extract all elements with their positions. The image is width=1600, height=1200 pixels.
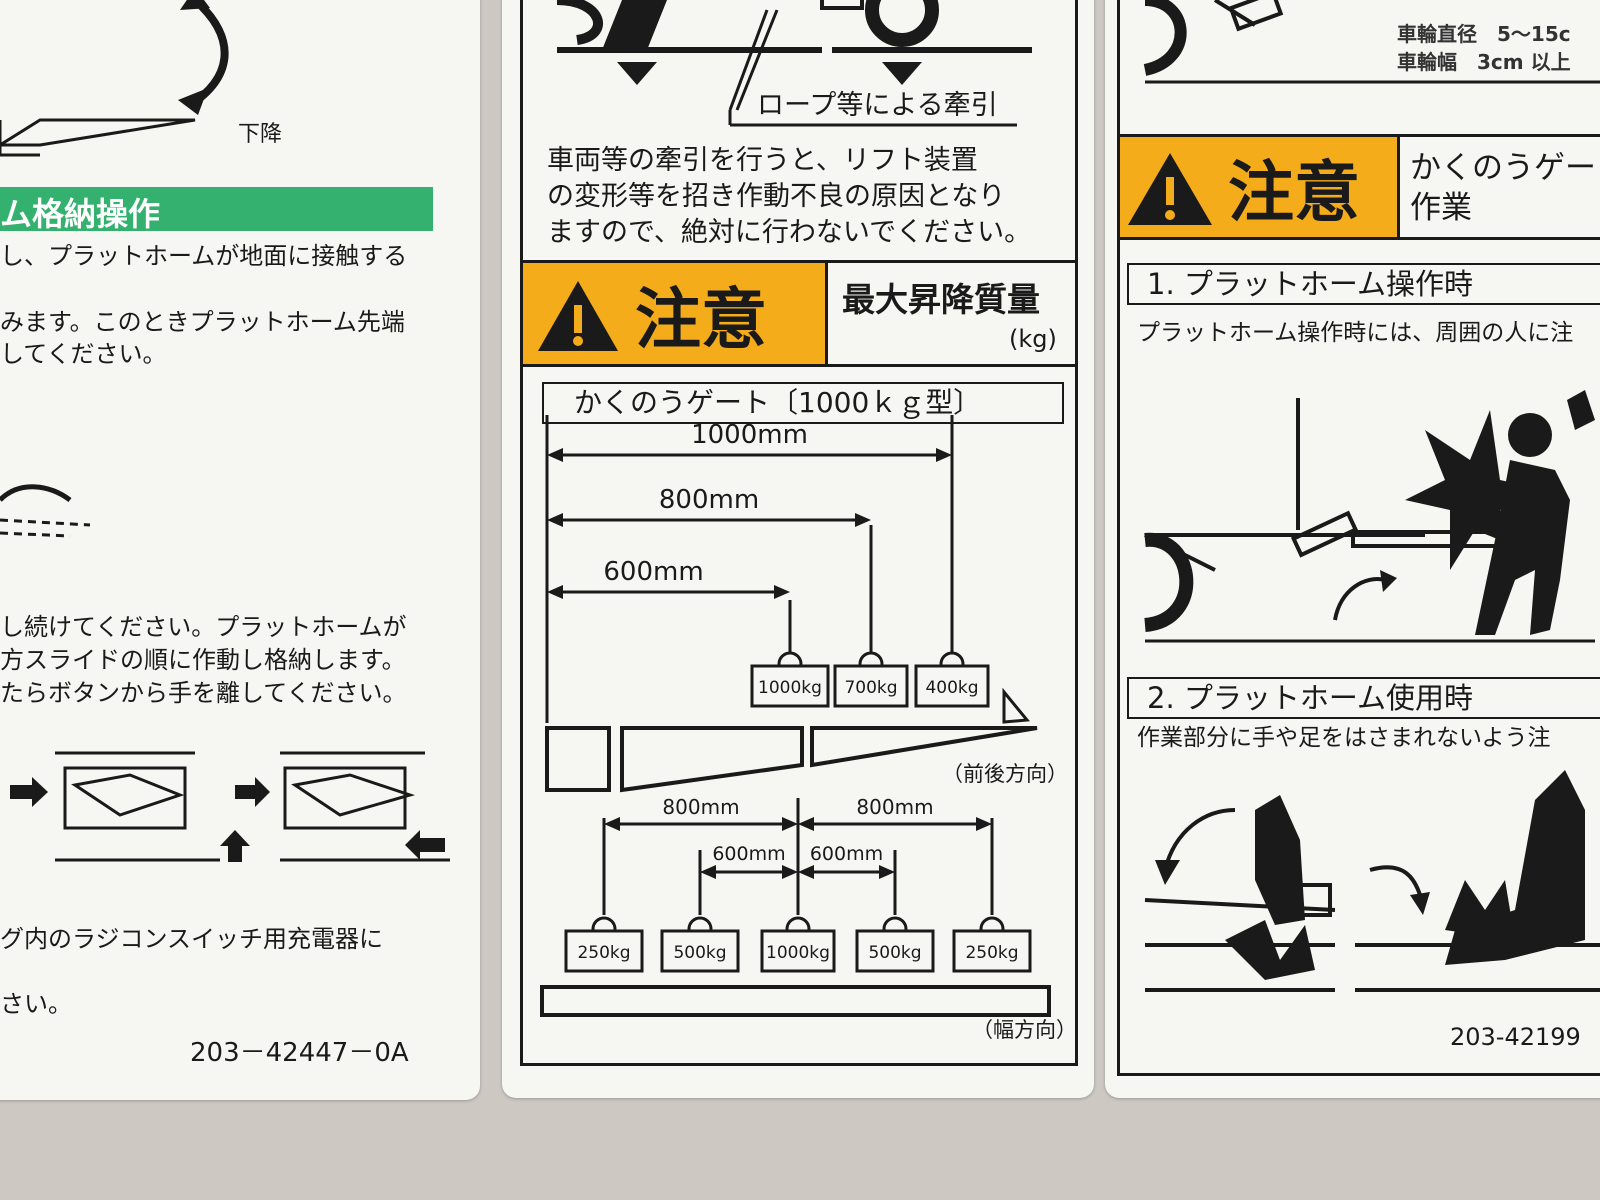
operator-hazard-illustration [1143,390,1595,643]
middle-divider-top [520,260,1078,263]
width-outer-dim-0-arrow-left [604,817,620,831]
caution-word: 注意 [635,280,767,358]
width-weight-3-box [855,929,935,973]
right-sticker: 車輪直径 5～15c 車輪幅 3cm 以上 注意 かくのうゲー 作業 1. プラ… [1105,0,1600,1098]
width-outer-label-0: 800mm [662,795,739,819]
caution-banner: 注意 [523,263,825,364]
step1-box: 1. プラットホーム操作時 [1127,263,1600,305]
green-heading: ム格納操作 [0,187,433,233]
fb-dim-label-0: 1000mm [691,420,808,450]
wheel-width: 車輪幅 3cm 以上 [1397,50,1571,74]
fb-dim-label-2: 600mm [603,557,703,587]
platform-tip-section [810,726,1038,768]
tow-illustration [556,0,1032,127]
warning-triangle-icon [538,281,618,351]
width-inner-dim-1-arrow-left [798,865,814,879]
left-illustrations [0,0,450,862]
width-weight-4-label: 250kg [965,943,1018,963]
fb-weight-1-label: 700kg [844,678,897,698]
fb-weight-2-box [914,664,990,708]
middle-frame [520,0,1078,1066]
width-weight-2-label: 1000kg [766,943,830,963]
left-para1-line3: してください。 [0,340,167,368]
width-inner-dim-0-arrow-right [782,865,798,879]
right-caution-banner: 注意 [1120,137,1397,237]
width-outer-dim-0-arrow-right [782,817,798,831]
fb-weight-1-box [833,664,909,708]
middle-sticker: ロープ等による牽引 車両等の牽引を行うと、リフト装置 の変形等を招き作動不良の原… [502,0,1094,1098]
width-weight-1-label: 500kg [673,943,726,963]
wheel-illustration [1143,0,1600,84]
left-para1-line2: みます。このときプラットホーム先端 [0,308,405,336]
fb-weight-0-box [750,664,830,708]
right-divider-top [1117,134,1600,137]
lower-label: 下降 [238,122,283,147]
left-part-number: 203－42447－0A [190,1038,409,1068]
step2-text: 作業部分に手や足をはさまれないよう注 [1137,725,1551,751]
left-para2-line2: 方スライドの順に作動し格納します。 [0,646,406,674]
left-sticker: 下降 ム格納操作 し、プラットホームが地面に接触する みます。このときプラットホ… [0,0,480,1100]
width-weight-3-label: 500kg [868,943,921,963]
left-para2-line1: し続けてください。プラットホームが [0,613,407,641]
right-divider-caution [1117,237,1600,240]
tow-warning-line2: の変形等を招き作動不良の原因となり [547,181,1006,212]
left-para2-line3: たらボタンから手を離してください。 [0,679,407,707]
gate-model-box: かくのうゲート〔1000ｋｇ型〕 [542,382,1064,424]
left-para1-line1: し、プラットホームが地面に接触する [0,242,408,270]
width-outer-label-1: 800mm [856,795,933,819]
tow-warning-line3: ますので、絶対に行わないでください。 [547,217,1032,248]
width-inner-label-0: 600mm [712,843,785,865]
right-caution-separator [1397,137,1400,237]
fb-weight-0-label: 1000kg [758,678,822,698]
left-para3-line2: さい。 [0,990,72,1018]
right-frame [1117,0,1600,1076]
fb-weight-2-label: 400kg [925,678,978,698]
rope-label: ロープ等による牽引 [757,90,998,121]
width-inner-dim-1-arrow-right [879,865,895,879]
fb-dim-label-1: 800mm [659,485,759,515]
platform-width-base [540,985,1051,1017]
right-caution-title-line1: かくのうゲー [1410,150,1596,186]
fb-dim-1-arrow-right [855,513,871,527]
step2-title: 2. プラットホーム使用時 [1147,681,1474,715]
left-para3-line1: グ内のラジコンスイッチ用充電器に [0,925,384,953]
pinch-hazard-illustration [1144,770,1600,992]
fb-dim-0-arrow-right [936,448,952,462]
caution-title: 最大昇降質量 [842,280,1040,319]
right-part-number: 203-42199 [1450,1023,1581,1051]
step1-title: 1. プラットホーム操作時 [1147,267,1474,301]
load-chart: 1000mm 800mm 600mm 1000kg 700kg 400kg 800mm 800… [540,415,1051,1017]
step1-text: プラットホーム操作時には、周囲の人に注 [1137,320,1574,346]
fb-dim-2-arrow-left [547,585,563,599]
gate-model-label: かくのうゲート〔1000ｋｇ型〕 [574,386,982,419]
right-caution-title-line2: 作業 [1410,190,1472,226]
fb-dim-2-arrow-right [774,585,790,599]
caution-separator [825,263,828,364]
right-caution-word: 注意 [1228,154,1360,231]
right-warning-triangle-icon [1128,153,1212,225]
wheel-diameter: 車輪直径 5～15c [1397,22,1571,46]
step2-box: 2. プラットホーム使用時 [1127,677,1600,719]
width-weight-4-box [952,929,1032,973]
fb-direction-label: （前後方向） [942,762,1068,786]
width-outer-dim-1-arrow-left [798,817,814,831]
width-weight-0-box [564,929,644,973]
width-weight-2-box [760,929,836,973]
platform-tip-flap [1002,687,1030,724]
middle-divider-chart [520,364,1078,367]
width-inner-label-1: 600mm [810,843,883,865]
fb-dim-1-arrow-left [547,513,563,527]
width-weight-0-label: 250kg [577,943,630,963]
width-direction-label: （幅方向） [972,1018,1077,1042]
platform-block [545,726,611,792]
width-outer-dim-1-arrow-right [976,817,992,831]
fb-dim-0-arrow-left [547,448,563,462]
green-heading-text: ム格納操作 [0,195,161,233]
tow-warning-line1: 車両等の牽引を行うと、リフト装置 [547,145,978,176]
caution-unit: (kg) [1009,325,1057,353]
width-weight-1-box [660,929,740,973]
platform-mid-section [620,726,804,793]
width-inner-dim-0-arrow-left [700,865,716,879]
